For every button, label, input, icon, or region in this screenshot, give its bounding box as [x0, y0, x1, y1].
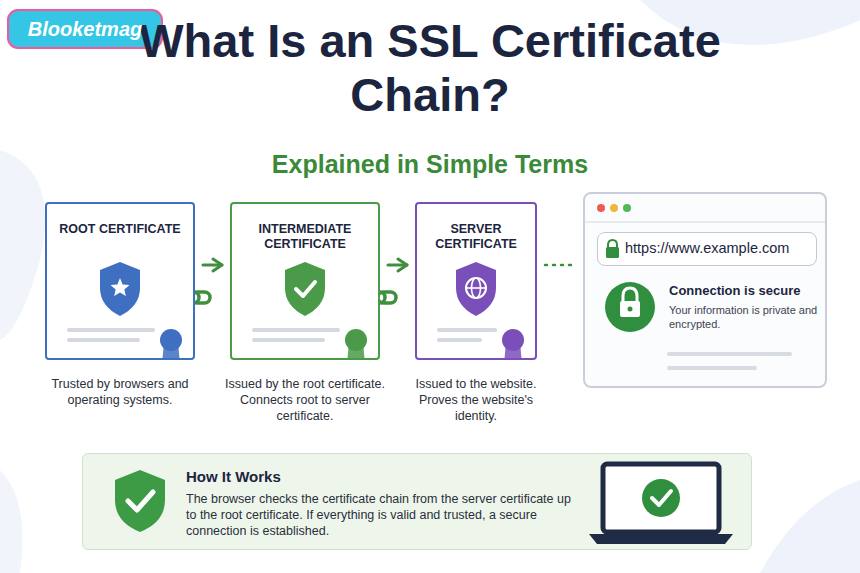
window-dot	[623, 204, 631, 212]
certificate-icon	[69, 262, 182, 358]
status-heading: Connection is secure	[669, 283, 819, 298]
card-description: Trusted by browsers and operating system…	[40, 376, 200, 408]
laptop-icon	[589, 464, 733, 544]
certificate-icon	[439, 262, 524, 358]
arrow-connector	[388, 259, 407, 271]
bar-node: https://www.example.com	[597, 232, 817, 266]
card-heading: ROOT CERTIFICATE	[53, 222, 187, 237]
window-dot	[610, 204, 618, 212]
browser-node: Connection is secureYour information is …	[583, 192, 827, 388]
panel-node: How It WorksThe browser checks the certi…	[82, 453, 752, 550]
blob	[0, 150, 45, 340]
card-heading: SERVER CERTIFICATE	[423, 222, 529, 252]
title: What Is an SSL Certificate Chain?	[130, 14, 730, 122]
card-description: Issued by the root certificate. Connects…	[222, 376, 388, 424]
status-body: Your information is private and encrypte…	[669, 303, 819, 331]
lock-icon	[606, 240, 619, 258]
subtitle: Explained in Simple Terms	[180, 150, 680, 179]
card-description: Issued to the website. Proves the websit…	[402, 376, 550, 424]
url-text: https://www.example.com	[625, 240, 789, 256]
panel-heading: How It Works	[186, 468, 566, 485]
lock-icon	[605, 282, 655, 332]
arrow-connector	[203, 259, 222, 271]
dotted-connector	[545, 265, 575, 266]
card-heading: INTERMEDIATE CERTIFICATE	[238, 222, 372, 252]
card-node: ROOT CERTIFICATE	[45, 202, 195, 360]
panel-body: The browser checks the certificate chain…	[186, 491, 581, 539]
logo-text: Blooketmag	[8, 10, 162, 48]
card-node: INTERMEDIATE CERTIFICATE	[230, 202, 380, 360]
blob	[760, 480, 860, 573]
window-dot	[597, 204, 605, 212]
blob	[0, 470, 23, 573]
card-node: SERVER CERTIFICATE	[415, 202, 537, 360]
certificate-icon	[254, 262, 367, 358]
shield-icon	[115, 470, 165, 532]
logo-box	[8, 10, 162, 48]
